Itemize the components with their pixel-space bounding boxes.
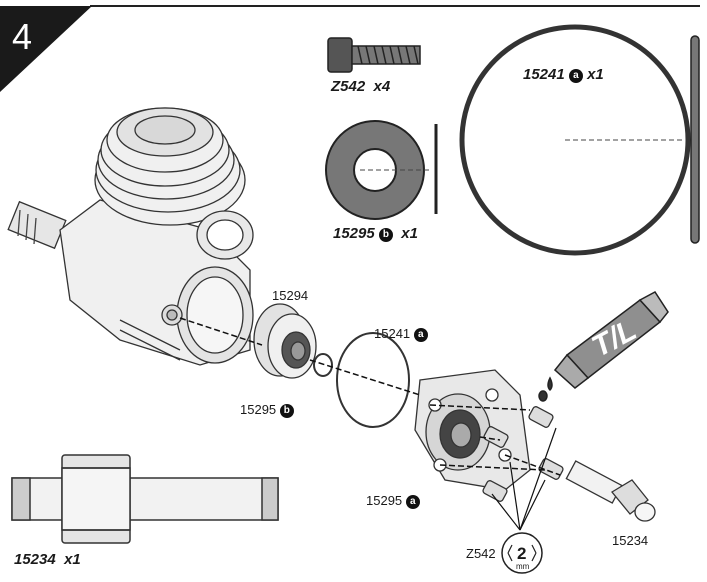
callout-oring-code: 15241 xyxy=(374,326,411,341)
washer-label: 15295 b x1 xyxy=(333,225,418,242)
callout-housing: 15294 xyxy=(272,288,309,303)
step-number: 4 xyxy=(12,16,33,57)
shaft-label: 15234 x1 xyxy=(14,551,81,568)
callout-washer-badge: b xyxy=(279,404,294,418)
backplate-part-illustration xyxy=(414,369,531,491)
screw-part-illustration xyxy=(327,37,421,73)
callout-backplate-badge: a xyxy=(405,495,420,509)
washer-part-illustration xyxy=(325,120,438,220)
tool-icon xyxy=(501,532,543,574)
tool-unit: mm xyxy=(516,562,530,571)
threadlock-tube-illustration xyxy=(538,291,669,402)
tool-size: 2 xyxy=(517,544,527,563)
screws-exploded xyxy=(482,406,564,502)
shaft-exploded xyxy=(565,460,656,522)
oring-part-illustration xyxy=(459,24,700,256)
shaft-part-illustration xyxy=(11,454,279,544)
oring-qty: x1 xyxy=(587,66,604,83)
step-badge xyxy=(0,6,92,92)
screw-code: Z542 xyxy=(331,78,366,95)
callout-screws: Z542 xyxy=(466,546,496,561)
washer-exploded xyxy=(313,353,333,377)
washer-variant-badge: b xyxy=(378,228,393,242)
callout-oring: 15241 a xyxy=(374,326,428,342)
oring-label: 15241 a x1 xyxy=(523,66,604,83)
oring-code: 15241 xyxy=(523,66,565,83)
callout-washer-code: 15295 xyxy=(240,402,277,417)
engine-illustration xyxy=(7,107,254,366)
callout-oring-badge: a xyxy=(413,328,428,342)
callout-backplate-code: 15295 xyxy=(366,493,403,508)
washer-code: 15295 xyxy=(333,225,375,242)
housing-part-illustration xyxy=(253,303,317,379)
washer-qty: x1 xyxy=(401,225,418,242)
callout-backplate: 15295 a xyxy=(366,493,420,509)
shaft-qty: x1 xyxy=(64,551,81,568)
shaft-code: 15234 xyxy=(14,551,56,568)
screw-qty: x4 xyxy=(373,78,391,95)
assembly-guide-lines xyxy=(179,317,561,476)
callout-washer: 15295 b xyxy=(240,402,294,418)
oring-variant-badge: a xyxy=(568,69,583,83)
tool-callout-lines xyxy=(491,427,557,531)
callout-shaft: 15234 xyxy=(612,533,649,548)
screw-label: Z542 x4 xyxy=(331,78,390,95)
oring-exploded xyxy=(336,332,410,428)
